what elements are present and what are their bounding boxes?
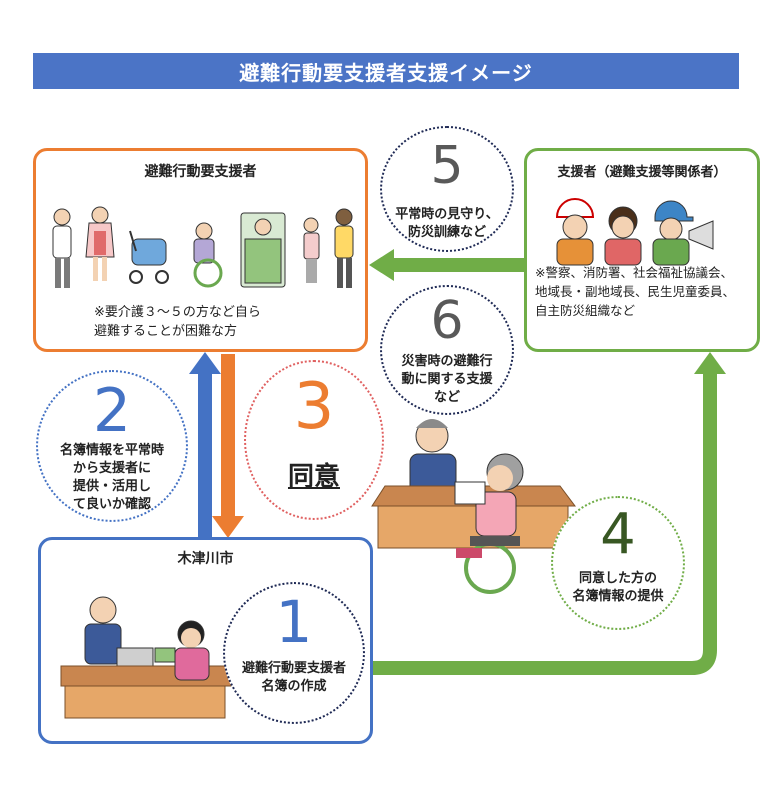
step-6-text: 災害時の避難行 動に関する支援 など (382, 353, 512, 407)
orange-arrow-shaft (221, 354, 235, 517)
supporters-box: 支援者（避難支援等関係者） ※警察、消防署、社会福祉協議会、 地域長・副地域長、… (524, 148, 760, 352)
needers-illustration (52, 206, 354, 288)
step-2-text: 名簿情報を平常時 から支援者に 提供・活用し て良いか確認 (38, 442, 186, 514)
step-5-text: 平常時の見守り、 防災訓練など (382, 206, 512, 242)
title-banner: 避難行動要支援者支援イメージ (33, 53, 739, 89)
orange-arrow-head (212, 516, 244, 538)
supporters-title: 支援者（避難支援等関係者） (557, 165, 727, 180)
blue-arrow-head (189, 352, 221, 374)
step-1-line2: 名簿の作成 (261, 679, 327, 694)
supporters-illustration (555, 198, 714, 266)
green-arrow-left-shaft (392, 258, 526, 272)
green-arrow-up-path (373, 372, 717, 675)
step-1-circle: 1 避難行動要支援者 名簿の作成 (223, 582, 365, 724)
step-5-circle: 5 平常時の見守り、 防災訓練など (380, 126, 514, 252)
needers-box: 避難行動要支援者 ※要介護３～５の方など自ら 避難することが困難な (33, 148, 368, 352)
supporters-note-line3: 自主防災組織など (535, 303, 636, 318)
step-1-text: 避難行動要支援者 名簿の作成 (225, 660, 363, 696)
step-4-text: 同意した方の 名簿情報の提供 (553, 570, 683, 606)
needers-note-line1: ※要介護３～５の方など自ら (94, 305, 261, 320)
green-arrow-up-head (694, 352, 726, 374)
needers-title: 避難行動要支援者 (144, 164, 257, 180)
step-5-line1: 平常時の見守り、 (395, 207, 499, 222)
step-2-line3: 提供・活用し (72, 479, 151, 494)
city-illustration (60, 596, 232, 719)
step-6-line1: 災害時の避難行 (401, 354, 493, 369)
page-title: 避難行動要支援者支援イメージ (239, 60, 533, 85)
supporters-note-line2: 地域長・副地域長、民生児童委員、 (535, 284, 736, 299)
step-2-line2: から支援者に (72, 461, 151, 476)
city-title: 木津川市 (177, 551, 234, 567)
step-3-label: 同意 (287, 462, 340, 492)
step-2-circle: 2 名簿情報を平常時 から支援者に 提供・活用し て良いか確認 (36, 370, 188, 522)
step-6-line2: 動に関する支援 (401, 372, 493, 387)
step-6-line3: など (433, 390, 460, 405)
needers-note-line2: 避難することが困難な方 (94, 324, 238, 339)
step-5-number: 5 (430, 136, 464, 196)
step-6-circle: 6 災害時の避難行 動に関する支援 など (380, 285, 514, 415)
step-1-line1: 避難行動要支援者 (241, 661, 346, 676)
step-2-line1: 名簿情報を平常時 (59, 443, 164, 458)
needers-note: ※要介護３～５の方など自ら 避難することが困難な方 (94, 303, 261, 341)
step-4-circle: 4 同意した方の 名簿情報の提供 (551, 496, 685, 630)
green-arrow-left-head (369, 249, 394, 281)
step-4-line1: 同意した方の (578, 571, 657, 586)
blue-arrow-shaft (198, 372, 212, 540)
step-5-line2: 防災訓練など (407, 225, 486, 240)
step-4-line2: 名簿情報の提供 (572, 589, 664, 604)
step-3-number: 3 (293, 370, 335, 444)
step-4-number: 4 (600, 502, 636, 567)
step-6-number: 6 (430, 291, 464, 351)
step-1-number: 1 (275, 588, 313, 656)
step-2-number: 2 (92, 376, 132, 446)
step-3-circle: 3 同意 (244, 360, 384, 520)
step-2-line4: て良いか確認 (72, 497, 151, 512)
supporters-note: ※警察、消防署、社会福祉協議会、 地域長・副地域長、民生児童委員、 自主防災組織… (535, 263, 735, 320)
supporters-note-line1: ※警察、消防署、社会福祉協議会、 (535, 265, 733, 280)
